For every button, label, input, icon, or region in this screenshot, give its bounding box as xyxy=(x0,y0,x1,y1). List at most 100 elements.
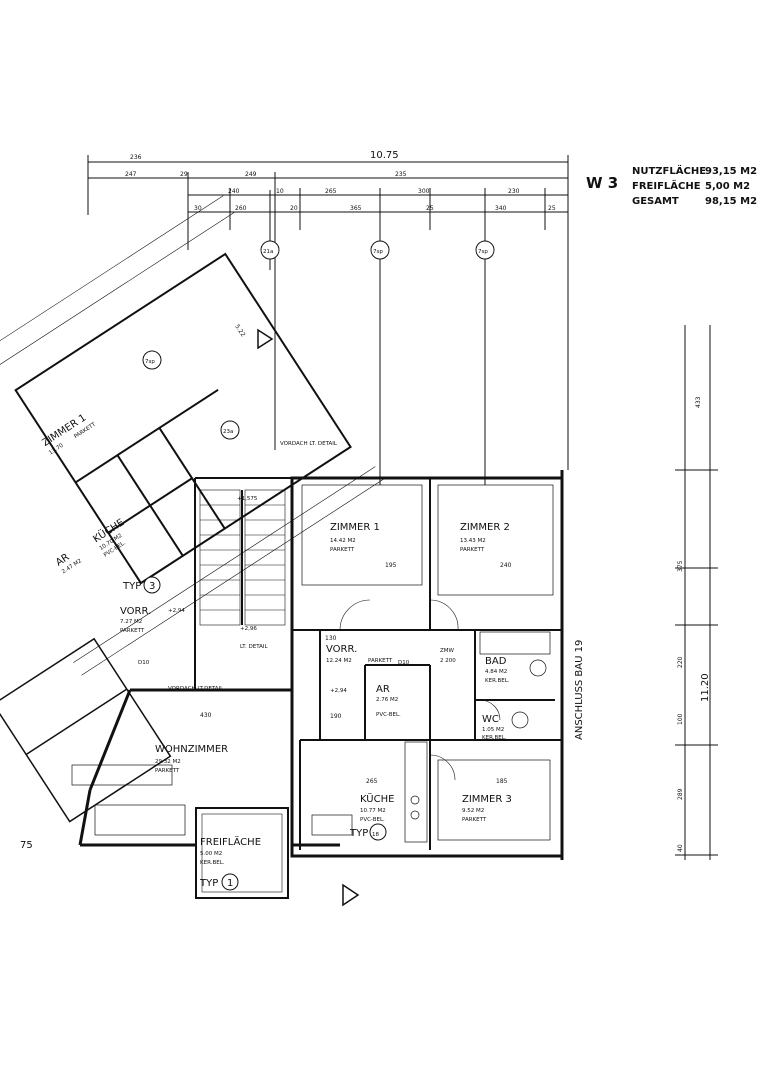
unit-label: W 3 xyxy=(586,174,618,192)
room-wc-name: WC xyxy=(482,714,499,725)
dim-text: 265 xyxy=(325,188,337,195)
room-vorr-area: 12.24 M2 xyxy=(326,658,352,664)
dim-text: 260 xyxy=(235,205,247,212)
level-label: +1,575 xyxy=(237,496,258,502)
dim-text: 10 xyxy=(276,188,284,195)
axis-marker-7sp-2 xyxy=(475,240,495,260)
dim-text: 236 xyxy=(130,154,142,161)
room-zimmer3-area: 9.52 M2 xyxy=(462,808,484,814)
axis-marker-neighbor xyxy=(142,350,162,370)
entry-marker-2 xyxy=(257,328,274,350)
zmw-label: ZMW xyxy=(440,648,455,654)
dim-right: 100 xyxy=(677,713,684,725)
dim-right: 289 xyxy=(677,788,684,800)
marker-label: 7sp xyxy=(373,249,383,255)
room-wc-floor: KER.BEL. xyxy=(482,735,507,741)
room-zimmer1-area: 14.42 M2 xyxy=(330,538,356,544)
typ18-number: 18 xyxy=(372,832,379,838)
typ1-circle xyxy=(221,873,239,891)
furniture xyxy=(71,484,554,843)
axis-marker-7sp xyxy=(370,240,390,260)
dim-text: 340 xyxy=(495,205,507,212)
room-zimmer3-floor: PARKETT xyxy=(462,817,487,823)
room-zimmer1-floor: PARKETT xyxy=(330,547,355,553)
room-ar-floor: PVC-BEL. xyxy=(376,712,401,718)
room-vorr-name: VORR. xyxy=(326,644,357,655)
dim-text: 185 xyxy=(496,778,508,785)
gesamt-value: 98,15 M2 xyxy=(705,196,757,207)
dim-text: 247 xyxy=(125,171,137,178)
neighbor-vorr-name: VORR. xyxy=(120,606,151,617)
dim-right: 433 xyxy=(695,396,702,408)
dim-text: 265 xyxy=(366,778,378,785)
dim-text: 430 xyxy=(200,712,212,719)
zmw-size: 2 200 xyxy=(440,658,456,664)
anschluss-label: ANSCHLUSS BAU 19 xyxy=(574,640,585,740)
room-wc-area: 1.05 M2 xyxy=(482,727,504,733)
room-freiflaeche-floor: KER.BEL. xyxy=(200,860,225,866)
room-zimmer1-name: ZIMMER 1 xyxy=(330,522,380,533)
room-kueche-name: KÜCHE xyxy=(360,792,394,805)
neighbor-wing xyxy=(14,252,352,585)
marker-label: 21a xyxy=(263,249,273,255)
gesamt-label: GESAMT xyxy=(632,196,679,207)
marker-label: 23a xyxy=(223,429,233,435)
room-zimmer2-floor: PARKETT xyxy=(460,547,485,553)
marker-label: 7sp xyxy=(145,359,155,365)
freiflaeche-label: FREIFLÄCHE xyxy=(632,178,701,192)
room-ar-name: AR xyxy=(376,684,390,695)
room-zimmer2-name: ZIMMER 2 xyxy=(460,522,510,533)
axis-marker-23a xyxy=(220,420,240,440)
dim-text: 230 xyxy=(508,188,520,195)
level-label: +2,96 xyxy=(240,626,257,632)
typ3-circle xyxy=(143,576,161,594)
dim-text: 29 xyxy=(180,171,188,178)
room-wohnzimmer-name: WOHNZIMMER xyxy=(155,744,228,755)
dim-text: 25 xyxy=(426,205,434,212)
level-label: +2,94 xyxy=(330,688,347,694)
dim-right: 375 xyxy=(677,560,684,572)
typ3-label: TYP xyxy=(122,581,141,592)
dim-text: 365 xyxy=(350,205,362,212)
dim-text: 20 xyxy=(290,205,298,212)
balcony-outline xyxy=(195,807,289,899)
room-ar-area: 2.76 M2 xyxy=(376,697,398,703)
room-freiflaeche-area: 5.00 M2 xyxy=(200,851,222,857)
room-zimmer2-area: 13.43 M2 xyxy=(460,538,486,544)
d10-label-2: D10 xyxy=(398,660,410,666)
dim-total: 10.75 xyxy=(370,150,399,161)
dim-text: 240 xyxy=(500,562,512,569)
room-wohnzimmer-area: 29.32 M2 xyxy=(155,759,181,765)
dim-right: 220 xyxy=(677,656,684,668)
detail-label: LT. DETAIL xyxy=(240,644,269,650)
dim-text: 300 xyxy=(418,188,430,195)
dim-text: 195 xyxy=(385,562,397,569)
vordach-label: VORDACH LT. DETAIL xyxy=(280,441,338,447)
typ3-number: 3 xyxy=(149,581,155,592)
dim-text: 75 xyxy=(20,840,33,851)
typ1-label: TYP xyxy=(199,878,218,889)
entry-marker xyxy=(342,883,360,907)
marker-label: 5.22 xyxy=(233,323,246,338)
freiflaeche-value: 5,00 M2 xyxy=(705,181,750,192)
room-zimmer3-name: ZIMMER 3 xyxy=(462,794,512,805)
room-bad-name: BAD xyxy=(485,656,507,667)
room-kueche-floor: PVC-BEL. xyxy=(360,817,385,823)
room-bad-floor: KER.BEL. xyxy=(485,678,510,684)
wall-wohn-left xyxy=(88,689,132,791)
typ1-number: 1 xyxy=(227,878,233,889)
room-wohnzimmer-floor: PARKETT xyxy=(155,768,180,774)
dim-text: 25 xyxy=(548,205,556,212)
neighbor-vorr-floor: PARKETT xyxy=(120,628,145,634)
typ18-label: TYP xyxy=(349,828,368,839)
d10-label: D10 xyxy=(138,660,150,666)
dim-text: 235 xyxy=(395,171,407,178)
room-freiflaeche-name: FREIFLÄCHE xyxy=(200,835,261,848)
dim-text: 30 xyxy=(194,205,202,212)
room-kueche-area: 10.77 M2 xyxy=(360,808,386,814)
typ18-circle xyxy=(369,823,387,841)
vordach-label-2: VORDACH LT.DETAIL xyxy=(168,686,224,692)
nutzflaeche-value: 93,15 M2 xyxy=(705,166,757,177)
dim-text: 249 xyxy=(245,171,257,178)
